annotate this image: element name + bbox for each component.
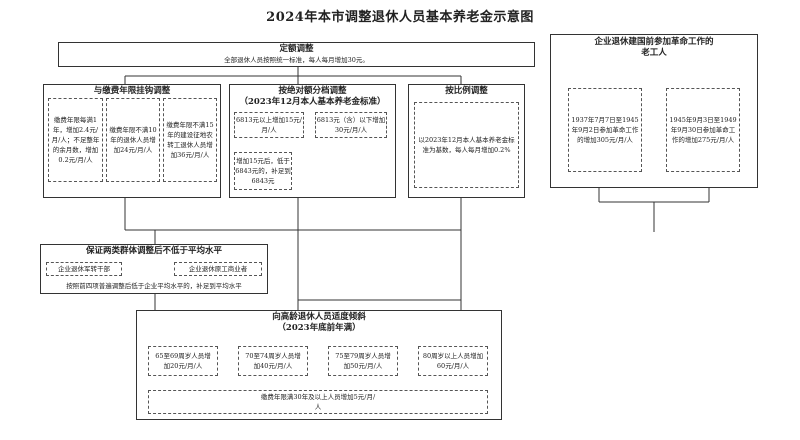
ratio-text: 以2023年12月本人基本养老金标准为基数，每人每月增加0.2%	[418, 136, 515, 154]
fixed-adjustment-text: 全部退休人员按照统一标准，每人每月增加30元。	[224, 56, 369, 64]
guarantee-cadre-box: 企业退休军转干部	[46, 262, 122, 276]
aged-extra-box: 缴费年限满30年及以上人员增加5元/月/人	[148, 390, 488, 414]
linked-item: 缴费年限不满10年的退休人员增加24元/月/人	[106, 98, 160, 182]
linked-item: 缴费年限不满15年的建设征地农转工退休人员增加36元/月/人	[163, 98, 217, 182]
veteran-heading: 企业退休建国前参加革命工作的老工人	[594, 37, 714, 58]
aged-item-text: 75至79周岁人员增加50元/月/人	[335, 352, 391, 370]
guarantee-model-box: 企业退休原工商业者	[174, 262, 262, 276]
veteran-item: 1937年7月7日至1945年9月2日参加革命工作的增加305元/月/人	[568, 88, 642, 172]
aged-item: 75至79周岁人员增加50元/月/人	[328, 346, 398, 376]
page-title: 2024年本市调整退休人员基本养老金示意图	[266, 10, 534, 25]
guarantee-heading: 保证两类群体调整后不低于平均水平	[85, 246, 222, 256]
tier-below-text: 6813元（含）以下增加30元/月/人	[316, 116, 386, 134]
guarantee-text: 按照前四项普遍调整后低于企业平均水平的，补足到平均水平	[66, 282, 242, 290]
linked-item-text: 缴费年限每满1年，增加2.4元/月/人；不足整年的余月数，增加0.2元/月/人	[51, 116, 100, 164]
guarantee-cadre-text: 企业退休军转干部	[58, 265, 110, 273]
aged-extra-text: 缴费年限满30年及以上人员增加5元/月/人	[260, 393, 376, 411]
tier-below-box: 6813元（含）以下增加30元/月/人	[315, 112, 387, 138]
aged-item: 80周岁以上人员增加60元/月/人	[418, 346, 488, 376]
veteran-item-text: 1937年7月7日至1945年9月2日参加革命工作的增加305元/月/人	[571, 116, 639, 144]
aged-heading: 向高龄退休人员适度倾斜	[272, 312, 366, 322]
linked-item-text: 缴费年限不满15年的建设征地农转工退休人员增加36元/月/人	[166, 121, 214, 159]
veteran-item-text: 1945年9月3日至1949年9月30日参加革命工作的增加275元/月/人	[669, 116, 737, 144]
tier-topup-text: 增加15元后，低于6843元的，补足到6843元	[235, 157, 291, 185]
ratio-text-box: 以2023年12月本人基本养老金标准为基数，每人每月增加0.2%	[414, 102, 519, 188]
tier-adjustment-box: 按绝对额分档调整 （2023年12月本人基本养老金标准）	[229, 84, 396, 198]
fixed-adjustment-heading: 定额调整	[279, 44, 314, 54]
linked-item-text: 缴费年限不满10年的退休人员增加24元/月/人	[109, 126, 157, 154]
tier-above-box: 6813元以上增加15元/月/人	[234, 112, 304, 138]
veteran-item: 1945年9月3日至1949年9月30日参加革命工作的增加275元/月/人	[666, 88, 740, 172]
aged-item: 65至69周岁人员增加20元/月/人	[148, 346, 218, 376]
ratio-adjustment-heading: 按比例调整	[445, 86, 488, 96]
linked-adjustment-heading: 与缴费年限挂钩调整	[93, 86, 171, 96]
aged-item-text: 70至74周岁人员增加40元/月/人	[245, 352, 301, 370]
tier-adjustment-subheading: （2023年12月本人基本养老金标准）	[239, 97, 386, 107]
aged-item-text: 80周岁以上人员增加60元/月/人	[422, 352, 484, 370]
aged-item: 70至74周岁人员增加40元/月/人	[238, 346, 308, 376]
tier-adjustment-heading: 按绝对额分档调整	[278, 86, 347, 96]
tier-topup-box: 增加15元后，低于6843元的，补足到6843元	[234, 152, 292, 190]
tier-above-text: 6813元以上增加15元/月/人	[235, 116, 302, 134]
guarantee-model-text: 企业退休原工商业者	[188, 265, 248, 273]
linked-item: 缴费年限每满1年，增加2.4元/月/人；不足整年的余月数，增加0.2元/月/人	[48, 98, 103, 182]
fixed-adjustment-box: 定额调整 全部退休人员按照统一标准，每人每月增加30元。	[58, 42, 535, 67]
aged-subheading: （2023年底前年满）	[277, 323, 361, 333]
aged-item-text: 65至69周岁人员增加20元/月/人	[155, 352, 211, 370]
